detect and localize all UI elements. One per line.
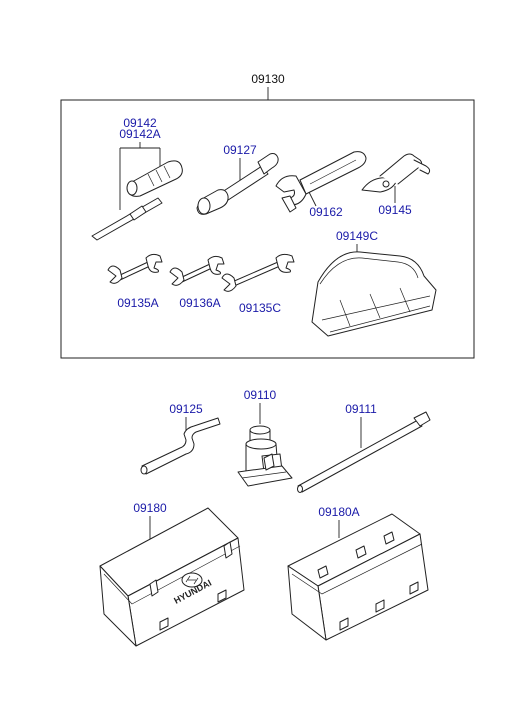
jack-group[interactable]: 09110 xyxy=(237,388,293,487)
spanner-09135C-illustration xyxy=(221,253,295,292)
tool-box-illustration xyxy=(99,507,245,647)
kit-frame xyxy=(60,99,475,359)
spanner-09136A-group[interactable]: 09136A xyxy=(169,255,225,310)
spanner-09135A-group[interactable]: 09135A xyxy=(107,253,163,310)
wheel-wrench-group[interactable]: 09127 xyxy=(196,143,279,215)
part-label-09145[interactable]: 09145 xyxy=(378,203,412,217)
jack-illustration xyxy=(237,425,293,487)
spanner-09136A-illustration xyxy=(169,255,225,286)
part-label-09111[interactable]: 09111 xyxy=(345,402,377,416)
tool-bag-group[interactable]: 09149C xyxy=(311,229,437,337)
jack-handle-group[interactable]: 09125 xyxy=(140,402,221,475)
screwdriver-group[interactable]: 09142 09142A xyxy=(91,116,183,241)
kit-number: 09130 xyxy=(251,72,285,86)
jack-handle-illustration xyxy=(140,417,221,475)
tool-box-group[interactable]: 09180 HYUNDAI xyxy=(99,501,245,647)
screwdriver-handle-illustration xyxy=(126,160,183,197)
tool-bag-illustration xyxy=(311,251,437,337)
wheel-wrench-illustration xyxy=(196,153,279,215)
extension-bar-illustration xyxy=(297,411,431,493)
part-label-09142[interactable]: 09142 xyxy=(123,116,157,130)
tool-box-a-group[interactable]: 09180A xyxy=(287,505,429,641)
adjustable-wrench-illustration xyxy=(275,151,367,213)
tool-box-a-illustration xyxy=(287,513,429,641)
part-label-09135C[interactable]: 09135C xyxy=(239,301,281,315)
screwdriver-blade-illustration xyxy=(91,197,163,241)
extension-bar-group[interactable]: 09111 xyxy=(297,402,431,493)
adjustable-wrench-group[interactable]: 09162 xyxy=(275,151,367,219)
pliers-group[interactable]: 09145 xyxy=(361,153,431,217)
part-label-09110[interactable]: 09110 xyxy=(244,388,277,402)
pliers-illustration xyxy=(361,153,431,193)
part-label-09127[interactable]: 09127 xyxy=(223,143,257,157)
part-label-09149C[interactable]: 09149C xyxy=(336,229,378,243)
spanner-09135A-illustration xyxy=(107,253,163,284)
screwdriver-leader xyxy=(119,142,161,210)
part-label-09180A[interactable]: 09180A xyxy=(318,505,359,519)
part-label-09142A[interactable]: 09142A xyxy=(119,127,160,141)
part-label-09136A[interactable]: 09136A xyxy=(179,296,220,310)
spanner-09135C-group[interactable]: 09135C xyxy=(221,253,295,315)
part-label-09162[interactable]: 09162 xyxy=(309,205,343,219)
part-label-09125[interactable]: 09125 xyxy=(169,402,203,416)
part-label-09135A[interactable]: 09135A xyxy=(117,296,158,310)
part-label-09180[interactable]: 09180 xyxy=(133,501,167,515)
